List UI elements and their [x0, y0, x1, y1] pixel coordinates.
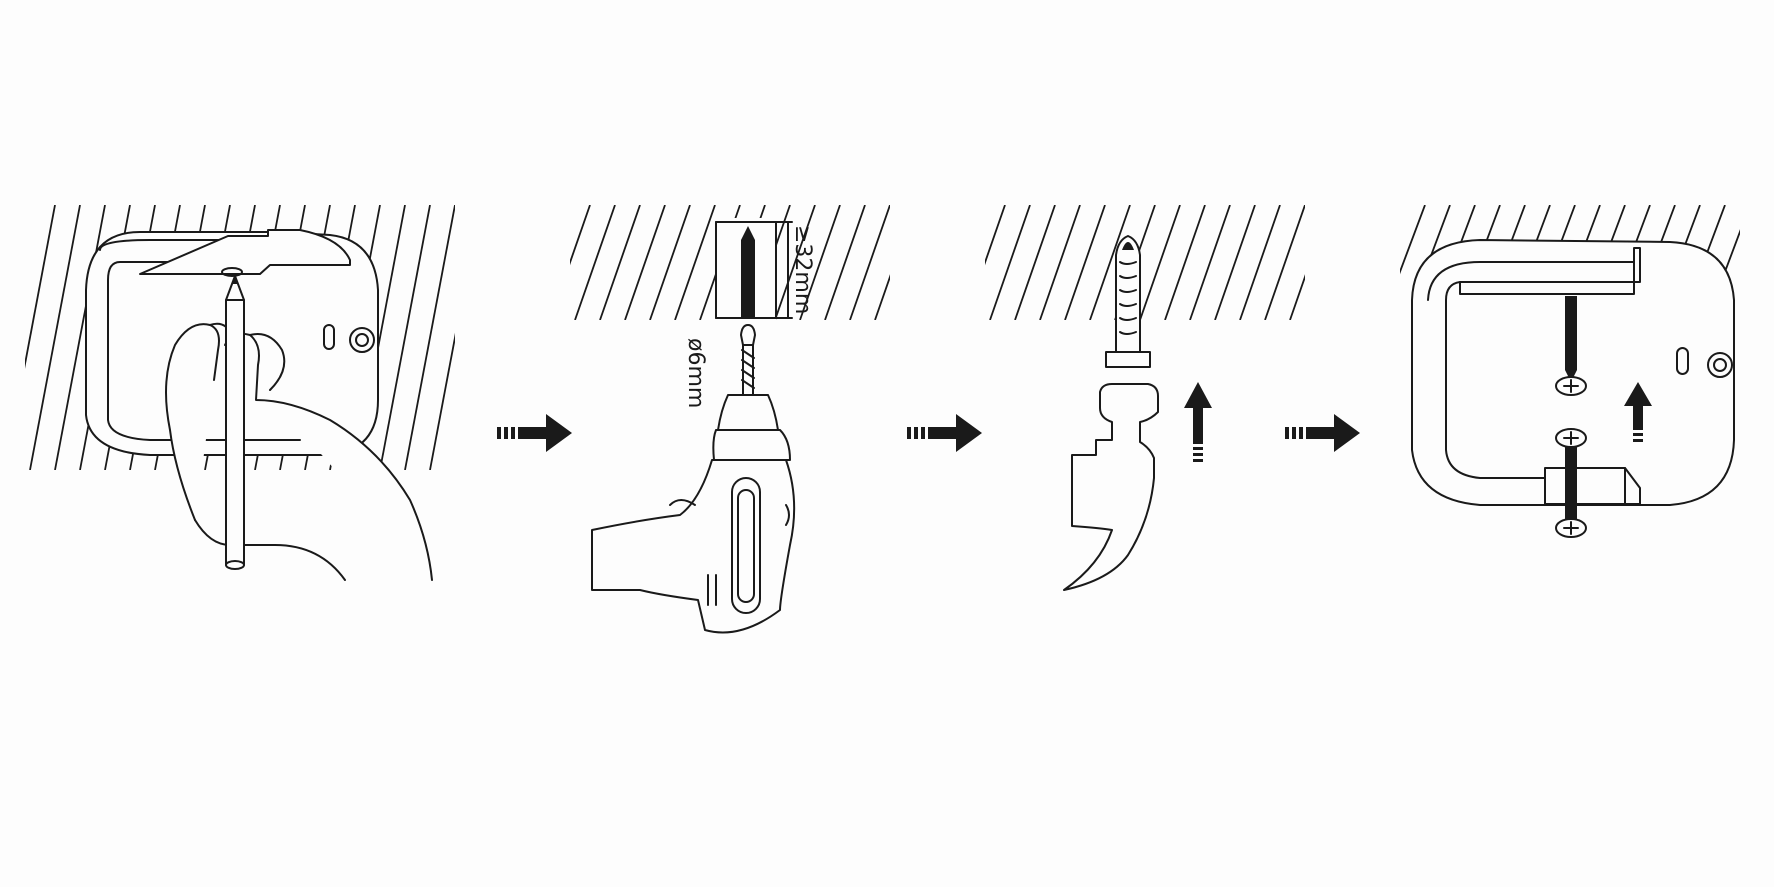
slot-hole: [323, 324, 335, 350]
mounting-hole: [221, 267, 243, 277]
screw-hole-icon: [349, 327, 375, 353]
arrow-up-icon: [1624, 382, 1652, 442]
drill-diameter-label: ø6mm: [683, 338, 708, 408]
step-1-mark-holes: [25, 205, 455, 581]
drilled-hole: [741, 226, 755, 318]
step-3-insert-anchor: [985, 205, 1305, 591]
arrow-right-icon: [497, 414, 572, 452]
drill-icon: [591, 324, 796, 634]
drill-depth-label: ≥32mm: [790, 225, 815, 314]
wall-hatching: [985, 205, 1305, 320]
bracket-top-flange: [1459, 247, 1641, 295]
step-4-screw-bracket: [1400, 205, 1740, 538]
bracket-top-flange: [139, 229, 351, 275]
pencil-icon: [225, 275, 245, 570]
screw-icon: [1555, 428, 1587, 538]
arrow-up-icon: [1184, 382, 1212, 462]
screw-hole-icon: [1707, 352, 1733, 378]
step-2-drill-holes: ≥32mm ø6mm: [570, 205, 890, 634]
hammer-icon: [1063, 383, 1159, 591]
wall-anchor-icon: [1105, 235, 1151, 368]
arrow-right-icon: [907, 414, 982, 452]
screw-icon: [1555, 296, 1587, 396]
slot-hole: [1676, 347, 1689, 375]
arrow-right-icon: [1285, 414, 1360, 452]
